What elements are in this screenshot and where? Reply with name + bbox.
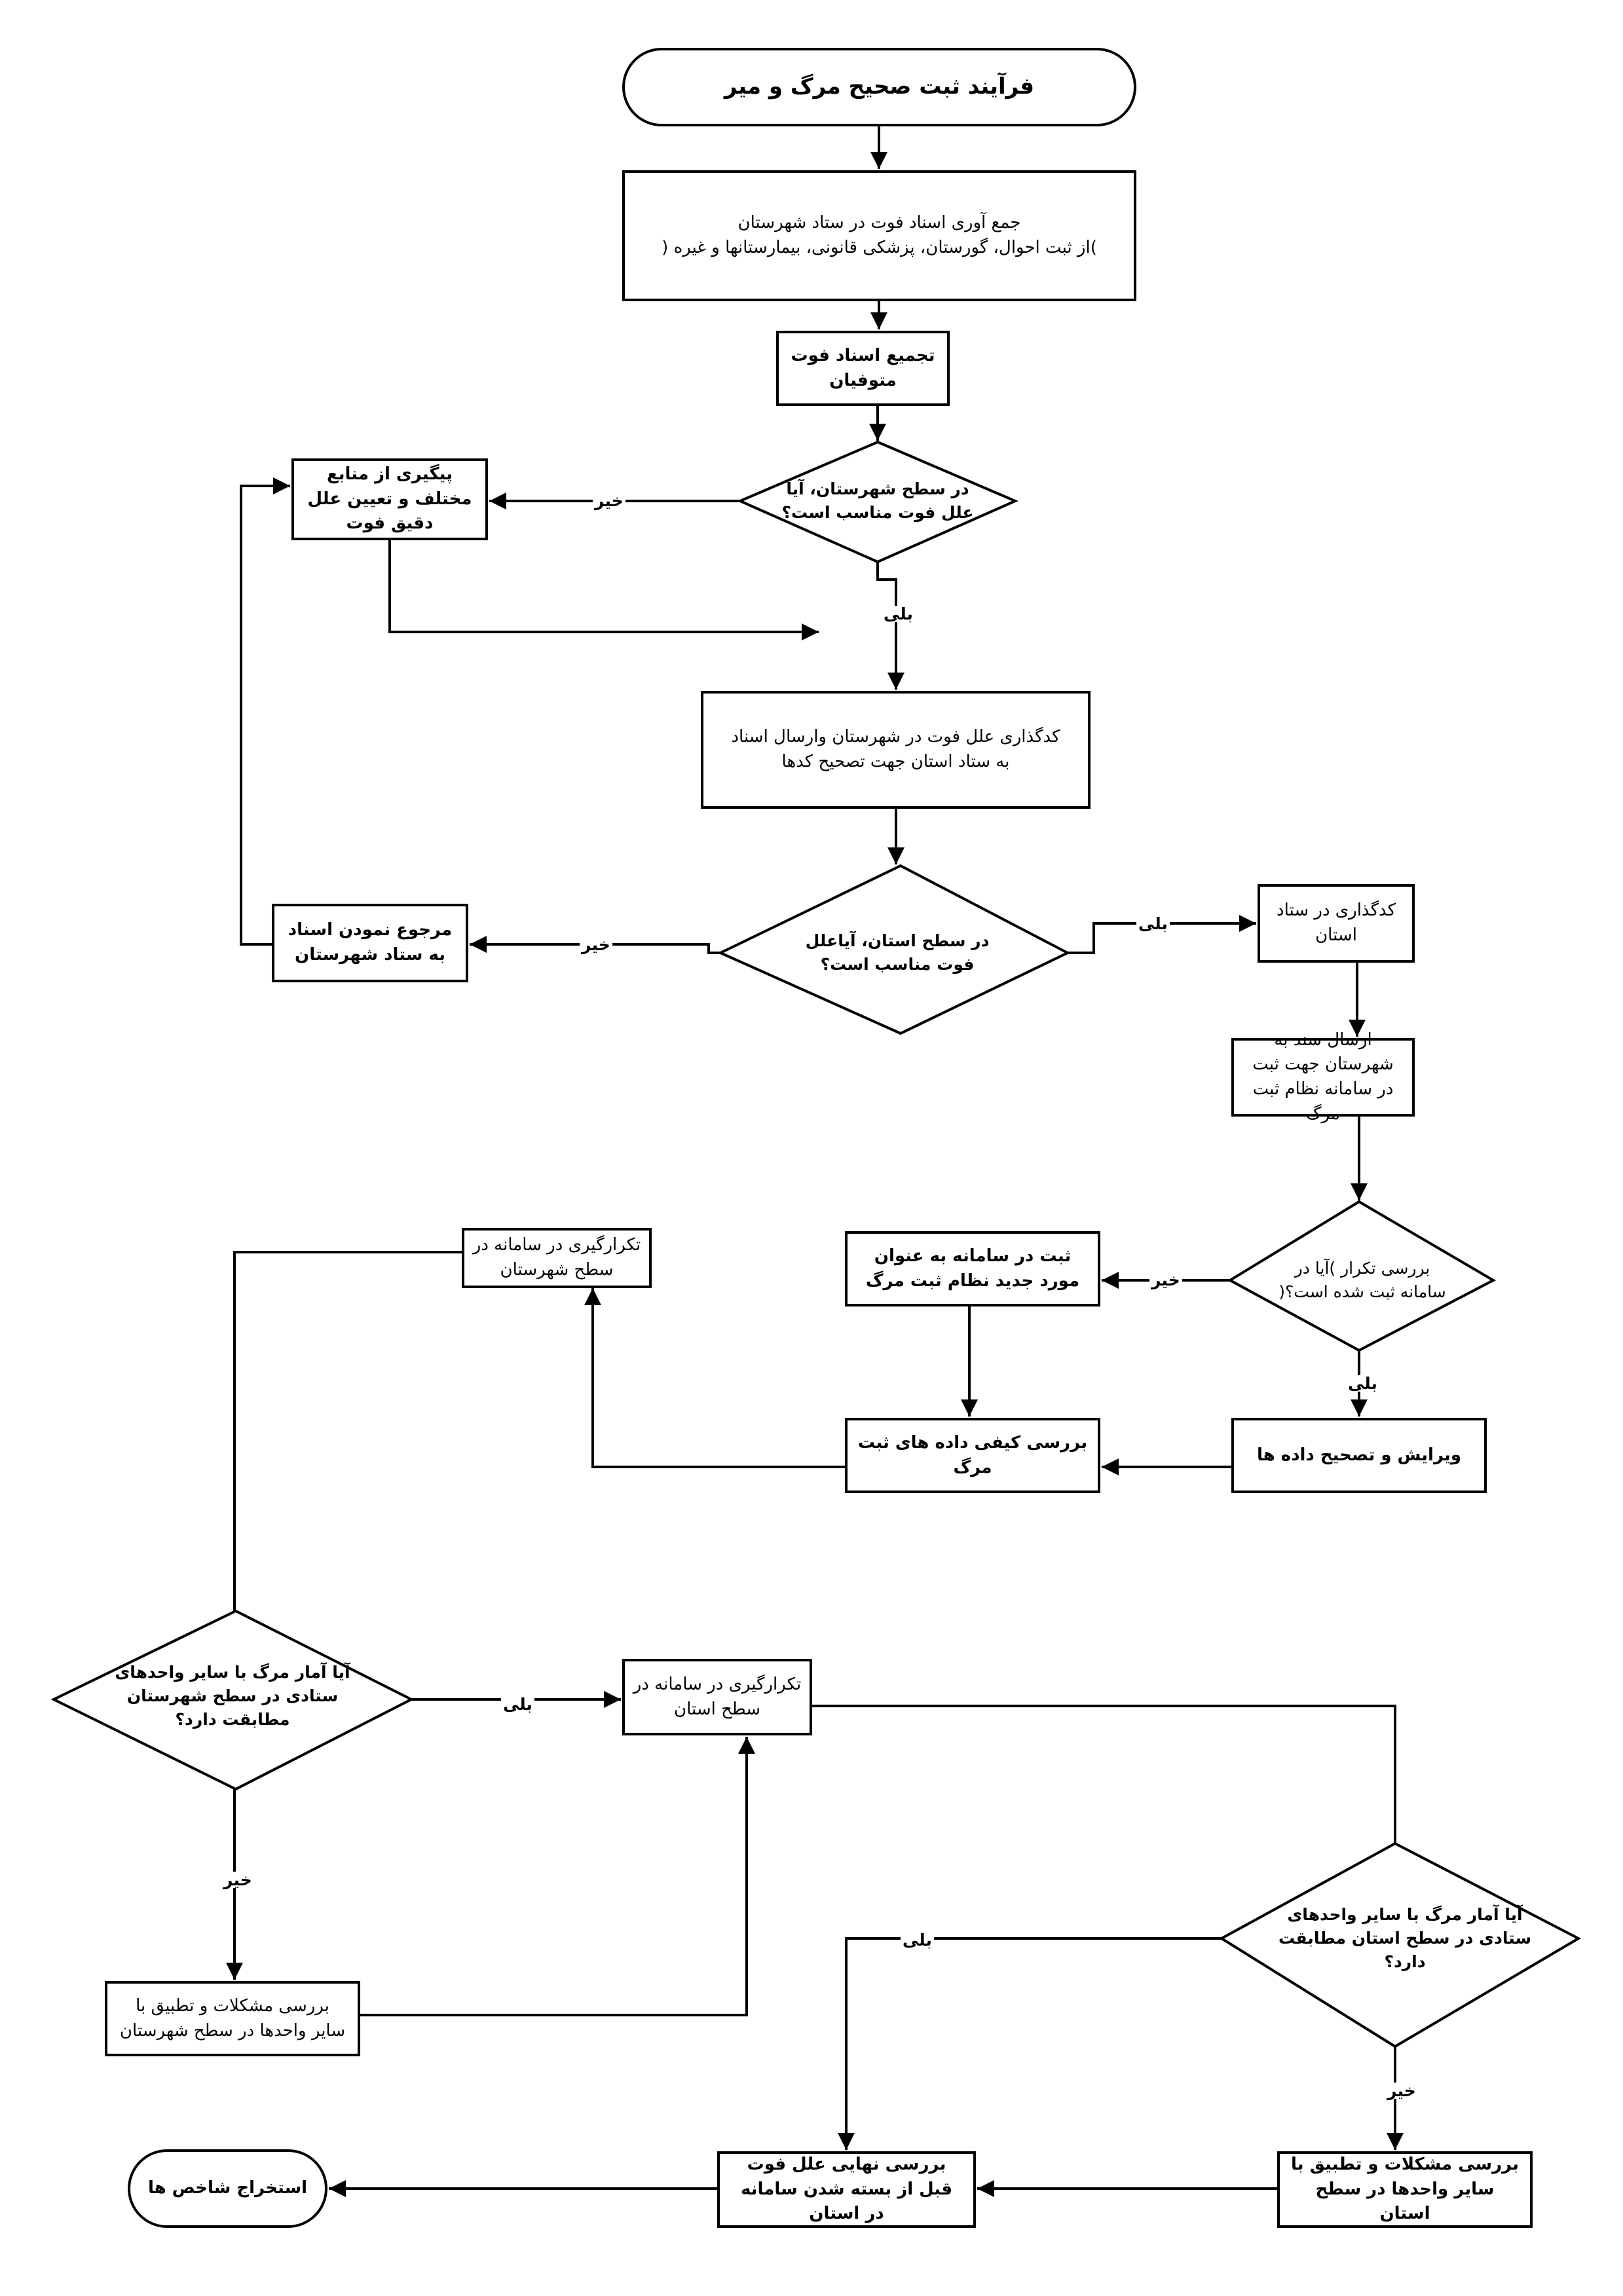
step-pursue-text: پیگیری از منابع مختلف و تعیین علل دقیق ف… [307,464,472,534]
step-province-dedup-text: تکرارگیری در سامانه در سطح استان [633,1674,802,1719]
step-final-text: بررسی نهایی علل فوت قبل از بسته شدن ساما… [740,2154,953,2224]
label-decision5-yes: بلی [901,1932,934,1948]
label-decision1-yes: بلی [882,606,915,622]
edge-pursue-return [388,540,819,640]
label-decision3-yes: بلی [1346,1375,1379,1392]
label-decision1-no: خیر [593,492,625,509]
step-county-problem-check: بررسی مشکلات و تطبیق با سایر واحدها در س… [105,1981,360,2056]
step-quality-review: بررسی کیفی داده های ثبت مرگ [845,1418,1100,1493]
decision-county-match-text: آیا آمار مرگ با سایر واحدهای ستادی در سط… [115,1662,350,1730]
step-province-coding: کدگذاری در ستاد استان [1258,884,1415,963]
end-text: استخراج شاخص ها [147,2178,308,2198]
edge-refer-pursue [240,477,290,946]
label-decision4-yes: بلی [501,1696,534,1713]
step-refer-to-county: مرجوع نمودن اسناد به ستاد شهرستان [272,904,468,982]
step-quality-text: بررسی کیفی داده های ثبت مرگ [857,1432,1088,1477]
start-terminator: فرآیند ثبت صحیح مرگ و میر [622,48,1136,126]
edge-quality-countydedup [584,1288,845,1468]
step-edit-data: ویرایش و تصحیح داده ها [1231,1418,1487,1493]
step-county-coding: کدگذاری علل فوت در شهرستان وارسال اسناد … [701,691,1091,809]
decision-duplicate-text: بررسی تکرار )آیا در سامانه ثبت شده است؟( [1278,1258,1446,1301]
step-pursue-sources: پیگیری از منابع مختلف و تعیین علل دقیق ف… [291,458,488,540]
step-province-dedup: تکرارگیری در سامانه در سطح استان [622,1659,812,1735]
label-decision2-no: خیر [580,936,612,953]
label-decision2-yes: بلی [1136,916,1170,932]
step-aggregate-documents: تجمیع اسناد فوت متوفیان [776,331,950,406]
step-county-check-text: بررسی مشکلات و تطبیق با سایر واحدها در س… [119,1995,346,2041]
edge-countydedup-decision4 [233,1251,462,1611]
decision-diamond-province-causes [717,864,1071,1035]
label-decision3-no: خیر [1149,1272,1182,1288]
decision-province-causes-text: در سطح استان، آیاعلل فوت مناسب است؟ [805,931,990,974]
decision-county-causes-text: در سطح شهرستان، آیا علل فوت مناسب است؟ [781,479,974,522]
label-decision5-no: خیر [1385,2083,1418,2099]
step-province-check-text: بررسی مشکلات و تطبیق با سایر واحدها در س… [1291,2154,1519,2224]
step-send-to-county: ارسال سند به شهرستان جهت ثبت در سامانه ن… [1231,1030,1415,1124]
decision-province-match-text: آیا آمار مرگ با سایر واحدهای ستادی در سط… [1278,1904,1532,1972]
step-send-text: ارسال سند به شهرستان جهت ثبت در سامانه ن… [1252,1029,1394,1124]
step-province-problem-check: بررسی مشکلات و تطبیق با سایر واحدها در س… [1277,2151,1533,2228]
step-aggregate-text: تجمیع اسناد فوت متوفیان [791,345,935,390]
step-county-coding-text: کدگذاری علل فوت در شهرستان وارسال اسناد … [731,727,1060,771]
label-decision4-no: خیر [221,1872,254,1888]
end-terminator: استخراج شاخص ها [128,2149,327,2228]
step-province-coding-text: کدگذاری در ستاد استان [1277,900,1396,945]
edge-decision5-yes [838,1937,1222,2150]
step-final-review: بررسی نهایی علل فوت قبل از بسته شدن ساما… [717,2151,976,2228]
step-edit-text: ویرایش و تصحیح داده ها [1256,1445,1462,1465]
edge-decision2-yes [1068,915,1256,954]
step-collect-documents: جمع آوری اسناد فوت در ستاد شهرستان )از ث… [622,170,1136,301]
step-collect-text: جمع آوری اسناد فوت در ستاد شهرستان )از ث… [662,213,1097,257]
edge-countycheck-provdedup [360,1737,755,2016]
step-register-new: ثبت در سامانه به عنوان مورد جدید نظام ثب… [845,1231,1100,1306]
step-county-dedup: تکرارگیری در سامانه در سطح شهرستان [462,1228,652,1288]
step-refer-text: مرجوع نمودن اسناد به ستاد شهرستان [288,920,453,965]
edge-decision1-yes [876,562,905,690]
edge-provdedup-decision5 [812,1705,1396,1843]
step-county-dedup-text: تکرارگیری در سامانه در سطح شهرستان [472,1235,641,1280]
step-register-text: ثبت در سامانه به عنوان مورد جدید نظام ثب… [865,1246,1080,1291]
flowchart-title: فرآیند ثبت صحیح مرگ و میر [724,73,1035,100]
